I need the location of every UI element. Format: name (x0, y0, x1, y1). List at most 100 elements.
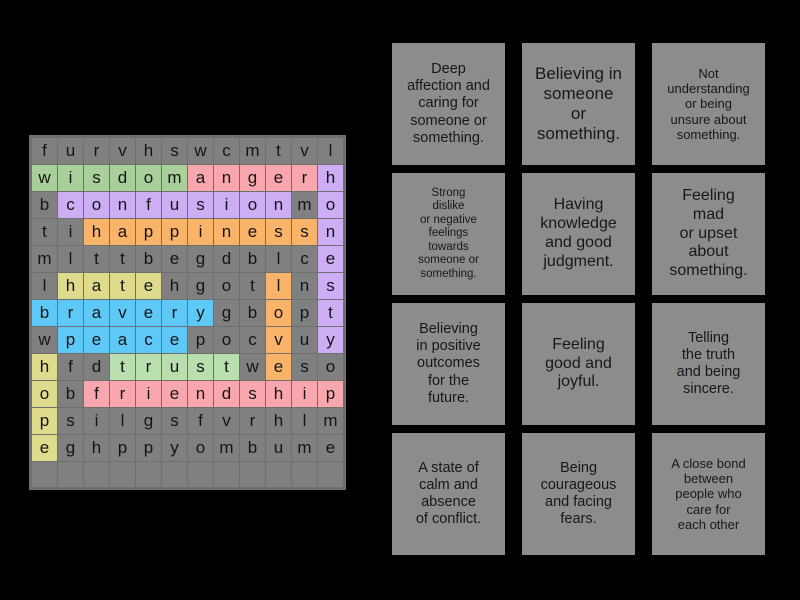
grid-cell-highlighted[interactable]: r (57, 299, 84, 327)
grid-cell-highlighted[interactable]: h (83, 218, 110, 246)
grid-cell[interactable]: p (187, 326, 214, 354)
grid-cell[interactable] (317, 461, 344, 488)
grid-cell-highlighted[interactable]: v (109, 299, 136, 327)
grid-cell[interactable]: f (31, 137, 58, 165)
definition-card[interactable]: A state of calm and absence of conflict. (392, 433, 505, 555)
definition-card[interactable]: Deep affection and caring for someone or… (392, 43, 505, 165)
grid-cell[interactable]: u (57, 137, 84, 165)
grid-cell-highlighted[interactable]: e (135, 299, 162, 327)
grid-cell[interactable] (161, 461, 188, 488)
grid-cell[interactable]: m (31, 245, 58, 273)
definition-card[interactable]: Having knowledge and good judgment. (522, 173, 635, 295)
grid-cell[interactable]: e (317, 434, 344, 462)
grid-cell-highlighted[interactable]: t (213, 353, 240, 381)
grid-cell[interactable]: w (31, 326, 58, 354)
grid-cell[interactable] (213, 461, 240, 488)
grid-cell[interactable]: b (57, 380, 84, 408)
grid-cell-highlighted[interactable]: o (135, 164, 162, 192)
grid-cell[interactable]: l (109, 407, 136, 435)
grid-cell-highlighted[interactable]: e (317, 245, 344, 273)
grid-cell-highlighted[interactable]: a (83, 272, 110, 300)
grid-cell[interactable]: p (135, 434, 162, 462)
grid-cell[interactable]: t (239, 272, 266, 300)
grid-cell[interactable]: c (291, 245, 318, 273)
grid-cell[interactable]: b (31, 191, 58, 219)
grid-cell-highlighted[interactable]: e (161, 380, 188, 408)
grid-cell[interactable]: o (213, 326, 240, 354)
grid-cell[interactable]: t (83, 245, 110, 273)
grid-cell[interactable]: s (291, 353, 318, 381)
grid-cell[interactable] (135, 461, 162, 488)
grid-cell-highlighted[interactable]: s (317, 272, 344, 300)
grid-cell[interactable]: d (83, 353, 110, 381)
grid-cell[interactable]: p (109, 434, 136, 462)
grid-cell[interactable]: r (239, 407, 266, 435)
grid-cell[interactable]: b (239, 245, 266, 273)
grid-cell[interactable]: l (265, 245, 292, 273)
grid-cell[interactable] (109, 461, 136, 488)
grid-cell[interactable]: l (317, 137, 344, 165)
grid-cell-highlighted[interactable]: h (265, 380, 292, 408)
grid-cell[interactable] (31, 461, 58, 488)
grid-cell[interactable]: s (161, 137, 188, 165)
grid-cell[interactable]: u (265, 434, 292, 462)
definition-card[interactable]: Believing in someone or something. (522, 43, 635, 165)
grid-cell[interactable]: v (291, 137, 318, 165)
grid-cell[interactable]: s (161, 407, 188, 435)
definition-card[interactable]: Strong dislike or negative feelings towa… (392, 173, 505, 295)
grid-cell-highlighted[interactable]: s (239, 380, 266, 408)
grid-cell-highlighted[interactable]: t (317, 299, 344, 327)
grid-cell[interactable]: g (187, 245, 214, 273)
grid-cell-highlighted[interactable]: i (291, 380, 318, 408)
grid-cell-highlighted[interactable]: t (109, 272, 136, 300)
grid-cell-highlighted[interactable]: s (187, 191, 214, 219)
definition-card[interactable]: Feeling good and joyful. (522, 303, 635, 425)
grid-cell[interactable]: c (239, 326, 266, 354)
grid-cell-highlighted[interactable]: i (135, 380, 162, 408)
grid-cell-highlighted[interactable]: e (161, 326, 188, 354)
grid-cell-highlighted[interactable]: a (83, 299, 110, 327)
grid-cell-highlighted[interactable]: n (109, 191, 136, 219)
grid-cell-highlighted[interactable]: m (161, 164, 188, 192)
grid-cell[interactable]: f (57, 353, 84, 381)
grid-cell[interactable]: w (239, 353, 266, 381)
grid-cell[interactable]: b (239, 434, 266, 462)
definition-card[interactable]: Not understanding or being unsure about … (652, 43, 765, 165)
grid-cell-highlighted[interactable]: h (317, 164, 344, 192)
grid-cell[interactable] (239, 461, 266, 488)
grid-cell-highlighted[interactable]: r (109, 380, 136, 408)
grid-cell[interactable]: l (291, 407, 318, 435)
grid-cell[interactable]: l (57, 245, 84, 273)
definition-card[interactable]: Telling the truth and being sincere. (652, 303, 765, 425)
grid-cell[interactable]: m (317, 407, 344, 435)
grid-cell-highlighted[interactable]: o (239, 191, 266, 219)
grid-cell-highlighted[interactable]: d (213, 380, 240, 408)
grid-cell-highlighted[interactable]: i (187, 218, 214, 246)
grid-cell-highlighted[interactable]: f (83, 380, 110, 408)
grid-cell[interactable]: b (135, 245, 162, 273)
grid-cell[interactable]: t (31, 218, 58, 246)
definition-card[interactable]: A close bond between people who care for… (652, 433, 765, 555)
grid-cell-highlighted[interactable]: r (135, 353, 162, 381)
grid-cell-highlighted[interactable]: p (161, 218, 188, 246)
grid-cell-highlighted[interactable]: e (135, 272, 162, 300)
grid-cell-highlighted[interactable]: l (265, 272, 292, 300)
grid-cell[interactable]: m (291, 191, 318, 219)
grid-cell-highlighted[interactable]: r (291, 164, 318, 192)
grid-cell-highlighted[interactable]: f (135, 191, 162, 219)
grid-cell[interactable] (83, 461, 110, 488)
grid-cell-highlighted[interactable]: d (109, 164, 136, 192)
grid-cell[interactable] (57, 461, 84, 488)
grid-cell[interactable]: s (57, 407, 84, 435)
grid-cell-highlighted[interactable]: e (31, 434, 58, 462)
grid-cell[interactable]: l (31, 272, 58, 300)
grid-cell-highlighted[interactable]: y (317, 326, 344, 354)
grid-cell-highlighted[interactable]: v (265, 326, 292, 354)
grid-cell[interactable]: c (213, 137, 240, 165)
grid-cell[interactable]: n (291, 272, 318, 300)
grid-cell-highlighted[interactable]: e (83, 326, 110, 354)
grid-cell[interactable]: o (213, 272, 240, 300)
grid-cell[interactable]: o (317, 353, 344, 381)
grid-cell[interactable]: g (187, 272, 214, 300)
